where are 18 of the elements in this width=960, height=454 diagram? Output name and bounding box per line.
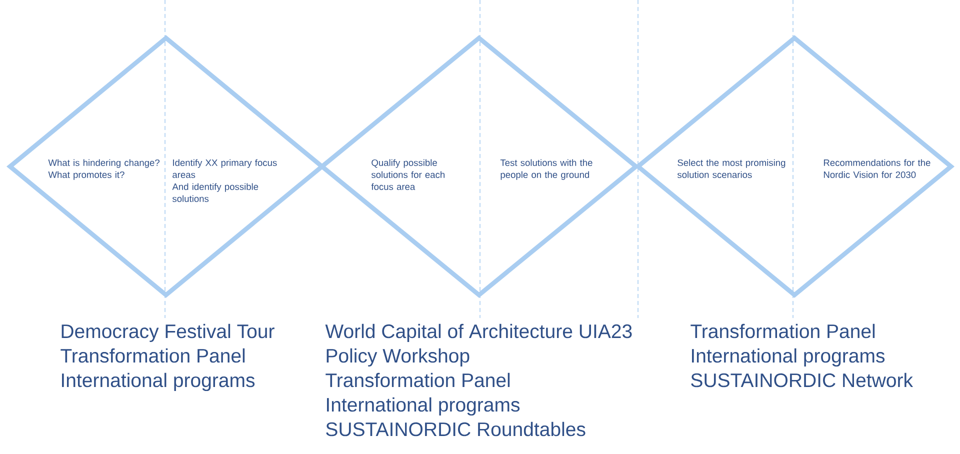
activity-text: SUSTAINORDIC Roundtables: [326, 422, 586, 436]
step-text: What is hindering change? What promotes it?: [48, 159, 160, 180]
step-text: Recommendations for the Nordic Vision for 2030: [824, 159, 930, 178]
step-text: Test solutions with the people on the ground: [500, 159, 592, 180]
activity-text: Transformation Panel: [326, 372, 510, 388]
activity-text: World Capital of Architecture UIA23: [325, 324, 632, 342]
activity-text: International programs: [692, 348, 885, 367]
activity-text: Democracy Festival Tour: [62, 324, 274, 342]
activity-text: Transformation Panel: [690, 324, 875, 338]
activity-text: Policy Workshop: [326, 348, 470, 367]
activity-text: International programs: [62, 372, 255, 392]
activity-text: SUSTAINORDIC Network: [691, 372, 914, 388]
step-text: Select the most promising solution scenarios: [677, 159, 786, 178]
step-text: Identify XX primary focus areas: [172, 159, 277, 178]
activity-text: Transformation Panel: [60, 348, 245, 363]
activity-text: International programs: [327, 397, 520, 416]
step-text: Qualify possible solutions for each focus area: [371, 159, 444, 190]
step-text: And identify possible solutions: [172, 183, 258, 202]
